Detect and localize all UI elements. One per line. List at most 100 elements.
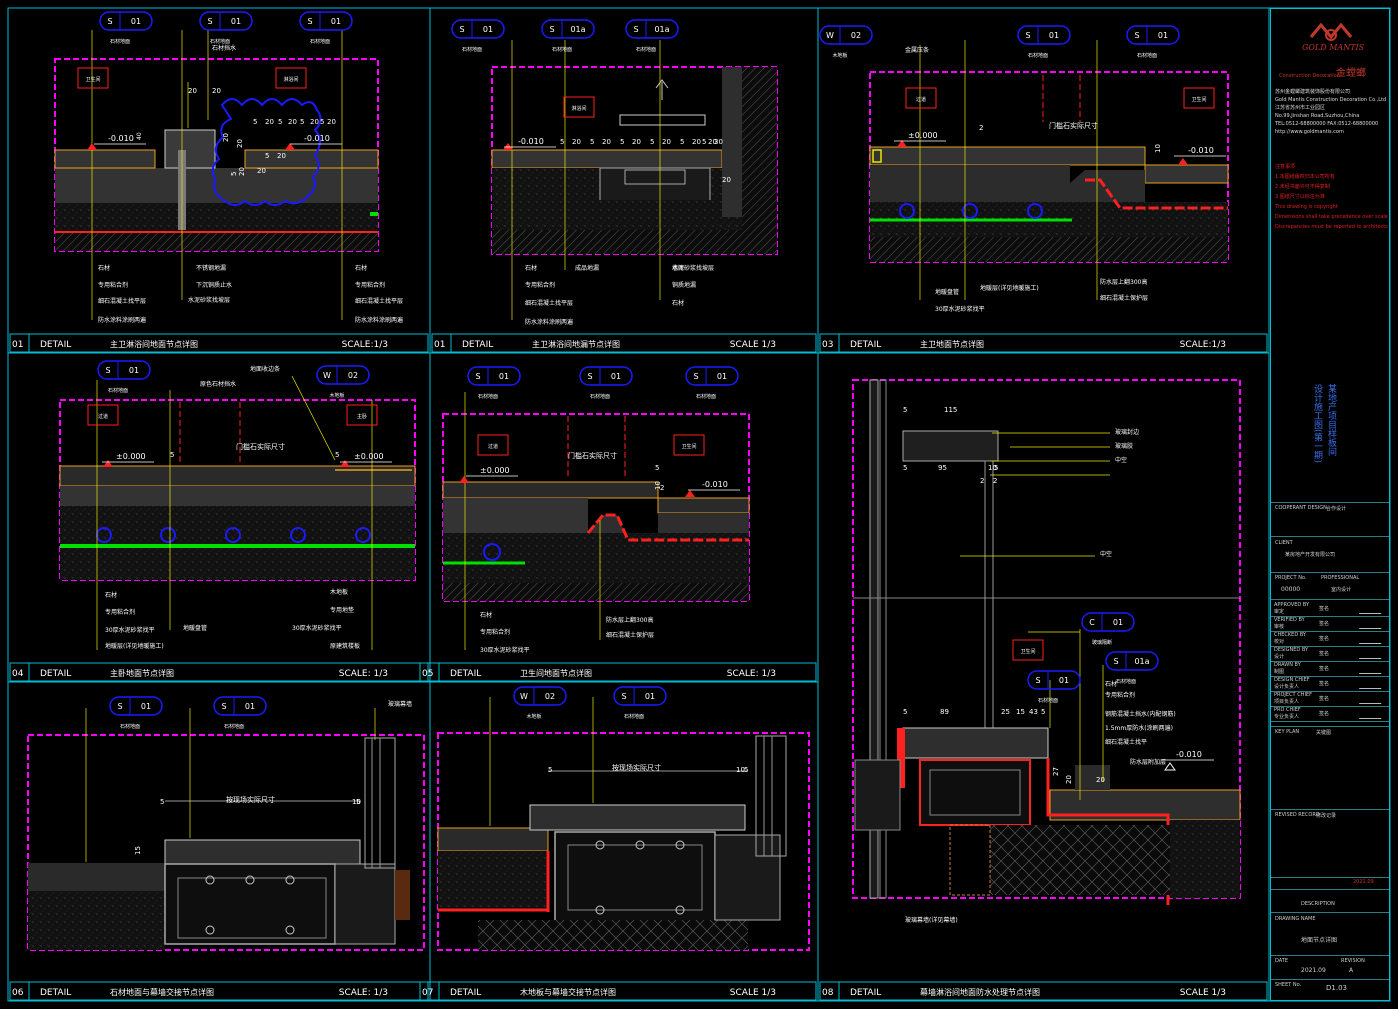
detail-07-drawing bbox=[437, 697, 810, 951]
divider bbox=[1271, 912, 1389, 913]
note-line: 注意事项 bbox=[1275, 164, 1296, 170]
divider bbox=[1271, 599, 1389, 600]
dimension-text: 20 bbox=[265, 118, 274, 126]
dimension-text: 15 bbox=[134, 846, 142, 855]
tag-label: 石材地面 bbox=[224, 723, 244, 730]
tag-code: S bbox=[621, 692, 626, 701]
approval-name: 签名 bbox=[1319, 666, 1330, 672]
key-plan-value: 关键图 bbox=[1316, 730, 1332, 736]
detail-keyword: DETAIL bbox=[40, 669, 71, 679]
company-info-line: TEL:0512-68800000 FAX:0512-68800000 bbox=[1275, 121, 1379, 127]
dimension-text: 5 bbox=[620, 138, 624, 146]
tag-code: W bbox=[323, 371, 331, 380]
tag-label: 石材地面 bbox=[210, 38, 230, 45]
tag-number: 01 bbox=[231, 17, 241, 26]
approval-role-cn: 审核 bbox=[1274, 624, 1285, 630]
detail-scale: SCALE 1/3 bbox=[1180, 988, 1226, 998]
tag-label: 石材地面 bbox=[478, 393, 498, 400]
dimension-text: 5 bbox=[335, 451, 339, 459]
tag-number: 01 bbox=[1059, 676, 1069, 685]
elevation-mark: -0.010 bbox=[688, 480, 740, 491]
detail-scale: SCALE: 1/3 bbox=[727, 669, 776, 679]
annotation-text: 石材 bbox=[672, 299, 684, 307]
note-line: This drawing is copyright bbox=[1275, 204, 1338, 210]
tag-label: 石材地面 bbox=[552, 46, 572, 53]
dimension-text: 5 bbox=[160, 798, 164, 806]
elevation-text: ±0.000 bbox=[480, 466, 510, 475]
detail-keyword: DETAIL bbox=[450, 669, 481, 679]
annotation-text: 地面收边条 bbox=[250, 365, 280, 373]
approval-name: 签名 bbox=[1319, 711, 1330, 717]
company-en: Construction Decoration bbox=[1279, 73, 1340, 79]
annotation-text: 原建筑楼板 bbox=[330, 642, 360, 650]
detail-05-drawing bbox=[442, 392, 750, 650]
title-block: GOLD MANTIS Construction Decoration 金螳螂 … bbox=[1270, 8, 1390, 1001]
company-info-line: 苏州金螳螂建筑装饰股份有限公司 bbox=[1275, 89, 1351, 95]
dimension-text: 5 bbox=[265, 152, 269, 160]
annotation-text: 防水层上翻300高 bbox=[1100, 278, 1147, 286]
dimension-text: 20 bbox=[632, 138, 641, 146]
detail-04-drawing bbox=[59, 375, 416, 650]
tag-number: 01 bbox=[1158, 31, 1168, 40]
elevation-text: ±0.000 bbox=[116, 452, 146, 461]
company-cn: 金螳螂 bbox=[1336, 68, 1366, 79]
dimension-text: 5 bbox=[560, 138, 564, 146]
annotation-text: 专用粘合剂 bbox=[355, 281, 385, 289]
dimension-text: 20 bbox=[692, 138, 701, 146]
divider bbox=[1271, 809, 1389, 810]
approval-role-cn: 制图 bbox=[1274, 669, 1285, 675]
tag-label: 石材地面 bbox=[120, 723, 140, 730]
approval-name: 签名 bbox=[1319, 636, 1330, 642]
elevation-mark: ±0.000 bbox=[340, 452, 392, 463]
note-line: 3.图纸尺寸以标注为准 bbox=[1275, 194, 1325, 200]
approval-role-cn: 专业负责人 bbox=[1274, 714, 1300, 720]
annotation-text: 专用粘合剂 bbox=[98, 281, 128, 289]
zone-label: 过道 bbox=[477, 434, 509, 456]
elevation-mark: -0.010 bbox=[1162, 750, 1214, 761]
project-title: 某地产项目样板间 设计施工图(第一期) bbox=[1311, 384, 1351, 504]
detail-number: 01 bbox=[12, 340, 23, 350]
annotation-text: 石材 bbox=[355, 264, 367, 272]
zone-text: 过道 bbox=[488, 443, 498, 450]
detail-keyword: DETAIL bbox=[850, 988, 881, 998]
tag-label: 石材地面 bbox=[108, 387, 128, 394]
zone-label: 过道 bbox=[87, 404, 119, 426]
detail-number: 08 bbox=[822, 988, 834, 998]
annotation-text: 细石混凝土找平层 bbox=[355, 297, 403, 305]
tag-number: 01 bbox=[129, 366, 139, 375]
date-label: DATE bbox=[1275, 958, 1289, 964]
annotation-text: 成品地漏 bbox=[575, 264, 599, 272]
tag-code: S bbox=[1025, 31, 1030, 40]
drawing-name-label: DRAWING NAME bbox=[1275, 916, 1316, 922]
company-logo: GOLD MANTIS bbox=[1296, 17, 1366, 57]
dimension-text: 20 bbox=[288, 118, 297, 126]
zone-text: 淋浴间 bbox=[283, 76, 298, 83]
dimension-text: 20 bbox=[572, 138, 581, 146]
detail-scale: SCALE 1/3 bbox=[730, 340, 776, 350]
company-info-line: No.99,Jinshan Road,Suzhou,China bbox=[1275, 113, 1360, 119]
elevation-mark: -0.010 bbox=[1174, 146, 1226, 157]
tag-label: 石材地面 bbox=[110, 38, 130, 45]
elevation-mark: -0.010 bbox=[290, 134, 342, 145]
annotation-text: 细石混凝土找平 bbox=[1105, 738, 1147, 746]
tag-label: 石材地面 bbox=[590, 393, 610, 400]
tag-code: S bbox=[307, 17, 312, 26]
tag-number: 01 bbox=[131, 17, 141, 26]
signature-mark bbox=[1358, 678, 1386, 689]
zone-label: 过道 bbox=[905, 87, 937, 109]
tag-number: 01 bbox=[483, 25, 493, 34]
zone-text: 淋浴间 bbox=[571, 105, 586, 112]
approval-name: 签名 bbox=[1319, 621, 1330, 627]
tag-label: 木地板 bbox=[526, 713, 541, 720]
client-value: 某房地产开发有限公司 bbox=[1285, 552, 1336, 558]
approval-role-en: CHECKED BY bbox=[1274, 632, 1306, 638]
